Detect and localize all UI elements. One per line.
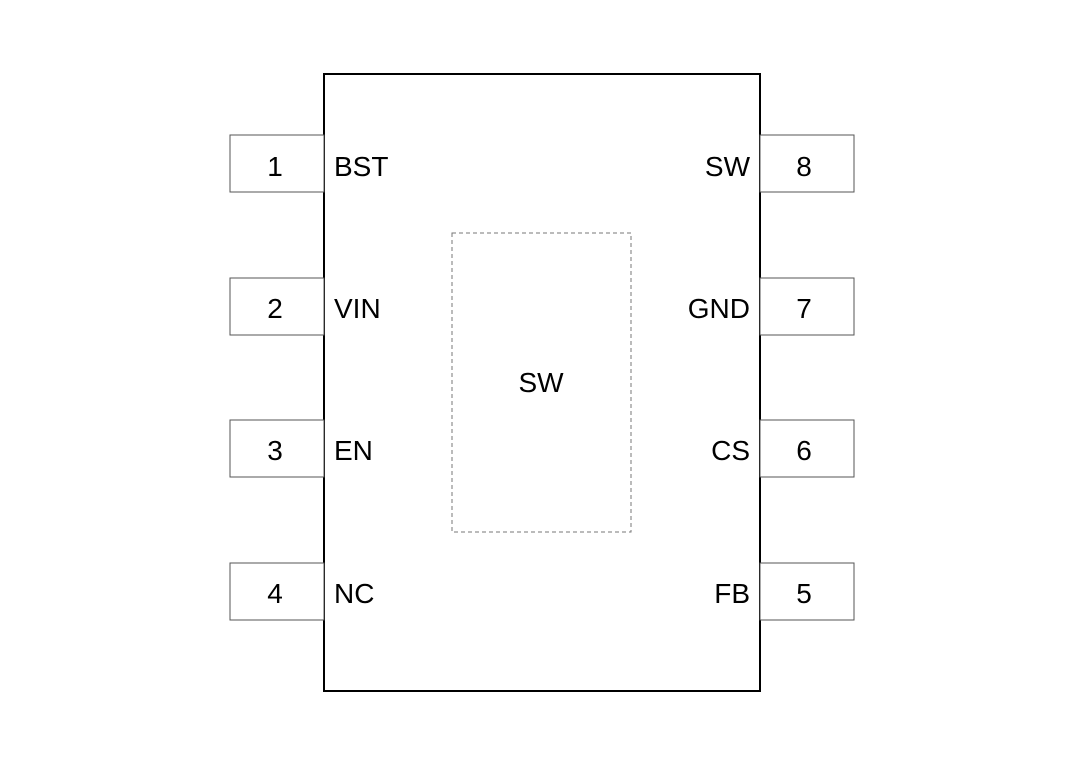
pin-lead-8 [759, 134, 855, 193]
pin-number-1: 1 [267, 151, 283, 182]
exposed-pad-label: SW [518, 367, 564, 398]
pin-name-1: BST [334, 151, 388, 182]
pin-name-8: SW [705, 151, 751, 182]
left-pin-3: 3 EN [229, 419, 373, 478]
ic-body [323, 73, 761, 692]
pin-name-3: EN [334, 435, 373, 466]
pin-number-4: 4 [267, 578, 283, 609]
left-pin-2: 2 VIN [229, 277, 381, 336]
pin-number-7: 7 [796, 293, 812, 324]
pin-number-6: 6 [796, 435, 812, 466]
pin-lead-2 [229, 277, 325, 336]
right-pin-6: 6 CS [711, 419, 855, 478]
left-pin-4: 4 NC [229, 562, 374, 621]
left-pin-1: 1 BST [229, 134, 388, 193]
pin-name-6: CS [711, 435, 750, 466]
pin-lead-5 [759, 562, 855, 621]
exposed-pad [451, 232, 632, 533]
pin-name-5: FB [714, 578, 750, 609]
pin-lead-3 [229, 419, 325, 478]
pin-number-8: 8 [796, 151, 812, 182]
right-pin-5: 5 FB [714, 562, 855, 621]
pin-number-5: 5 [796, 578, 812, 609]
pin-lead-4 [229, 562, 325, 621]
pin-lead-1 [229, 134, 325, 193]
pin-lead-6 [759, 419, 855, 478]
pin-lead-7 [759, 277, 855, 336]
pin-name-7: GND [688, 293, 750, 324]
pin-number-3: 3 [267, 435, 283, 466]
pin-name-2: VIN [334, 293, 381, 324]
pin-number-2: 2 [267, 293, 283, 324]
right-pin-8: 8 SW [705, 134, 855, 193]
pin-name-4: NC [334, 578, 374, 609]
right-pin-7: 7 GND [688, 277, 855, 336]
